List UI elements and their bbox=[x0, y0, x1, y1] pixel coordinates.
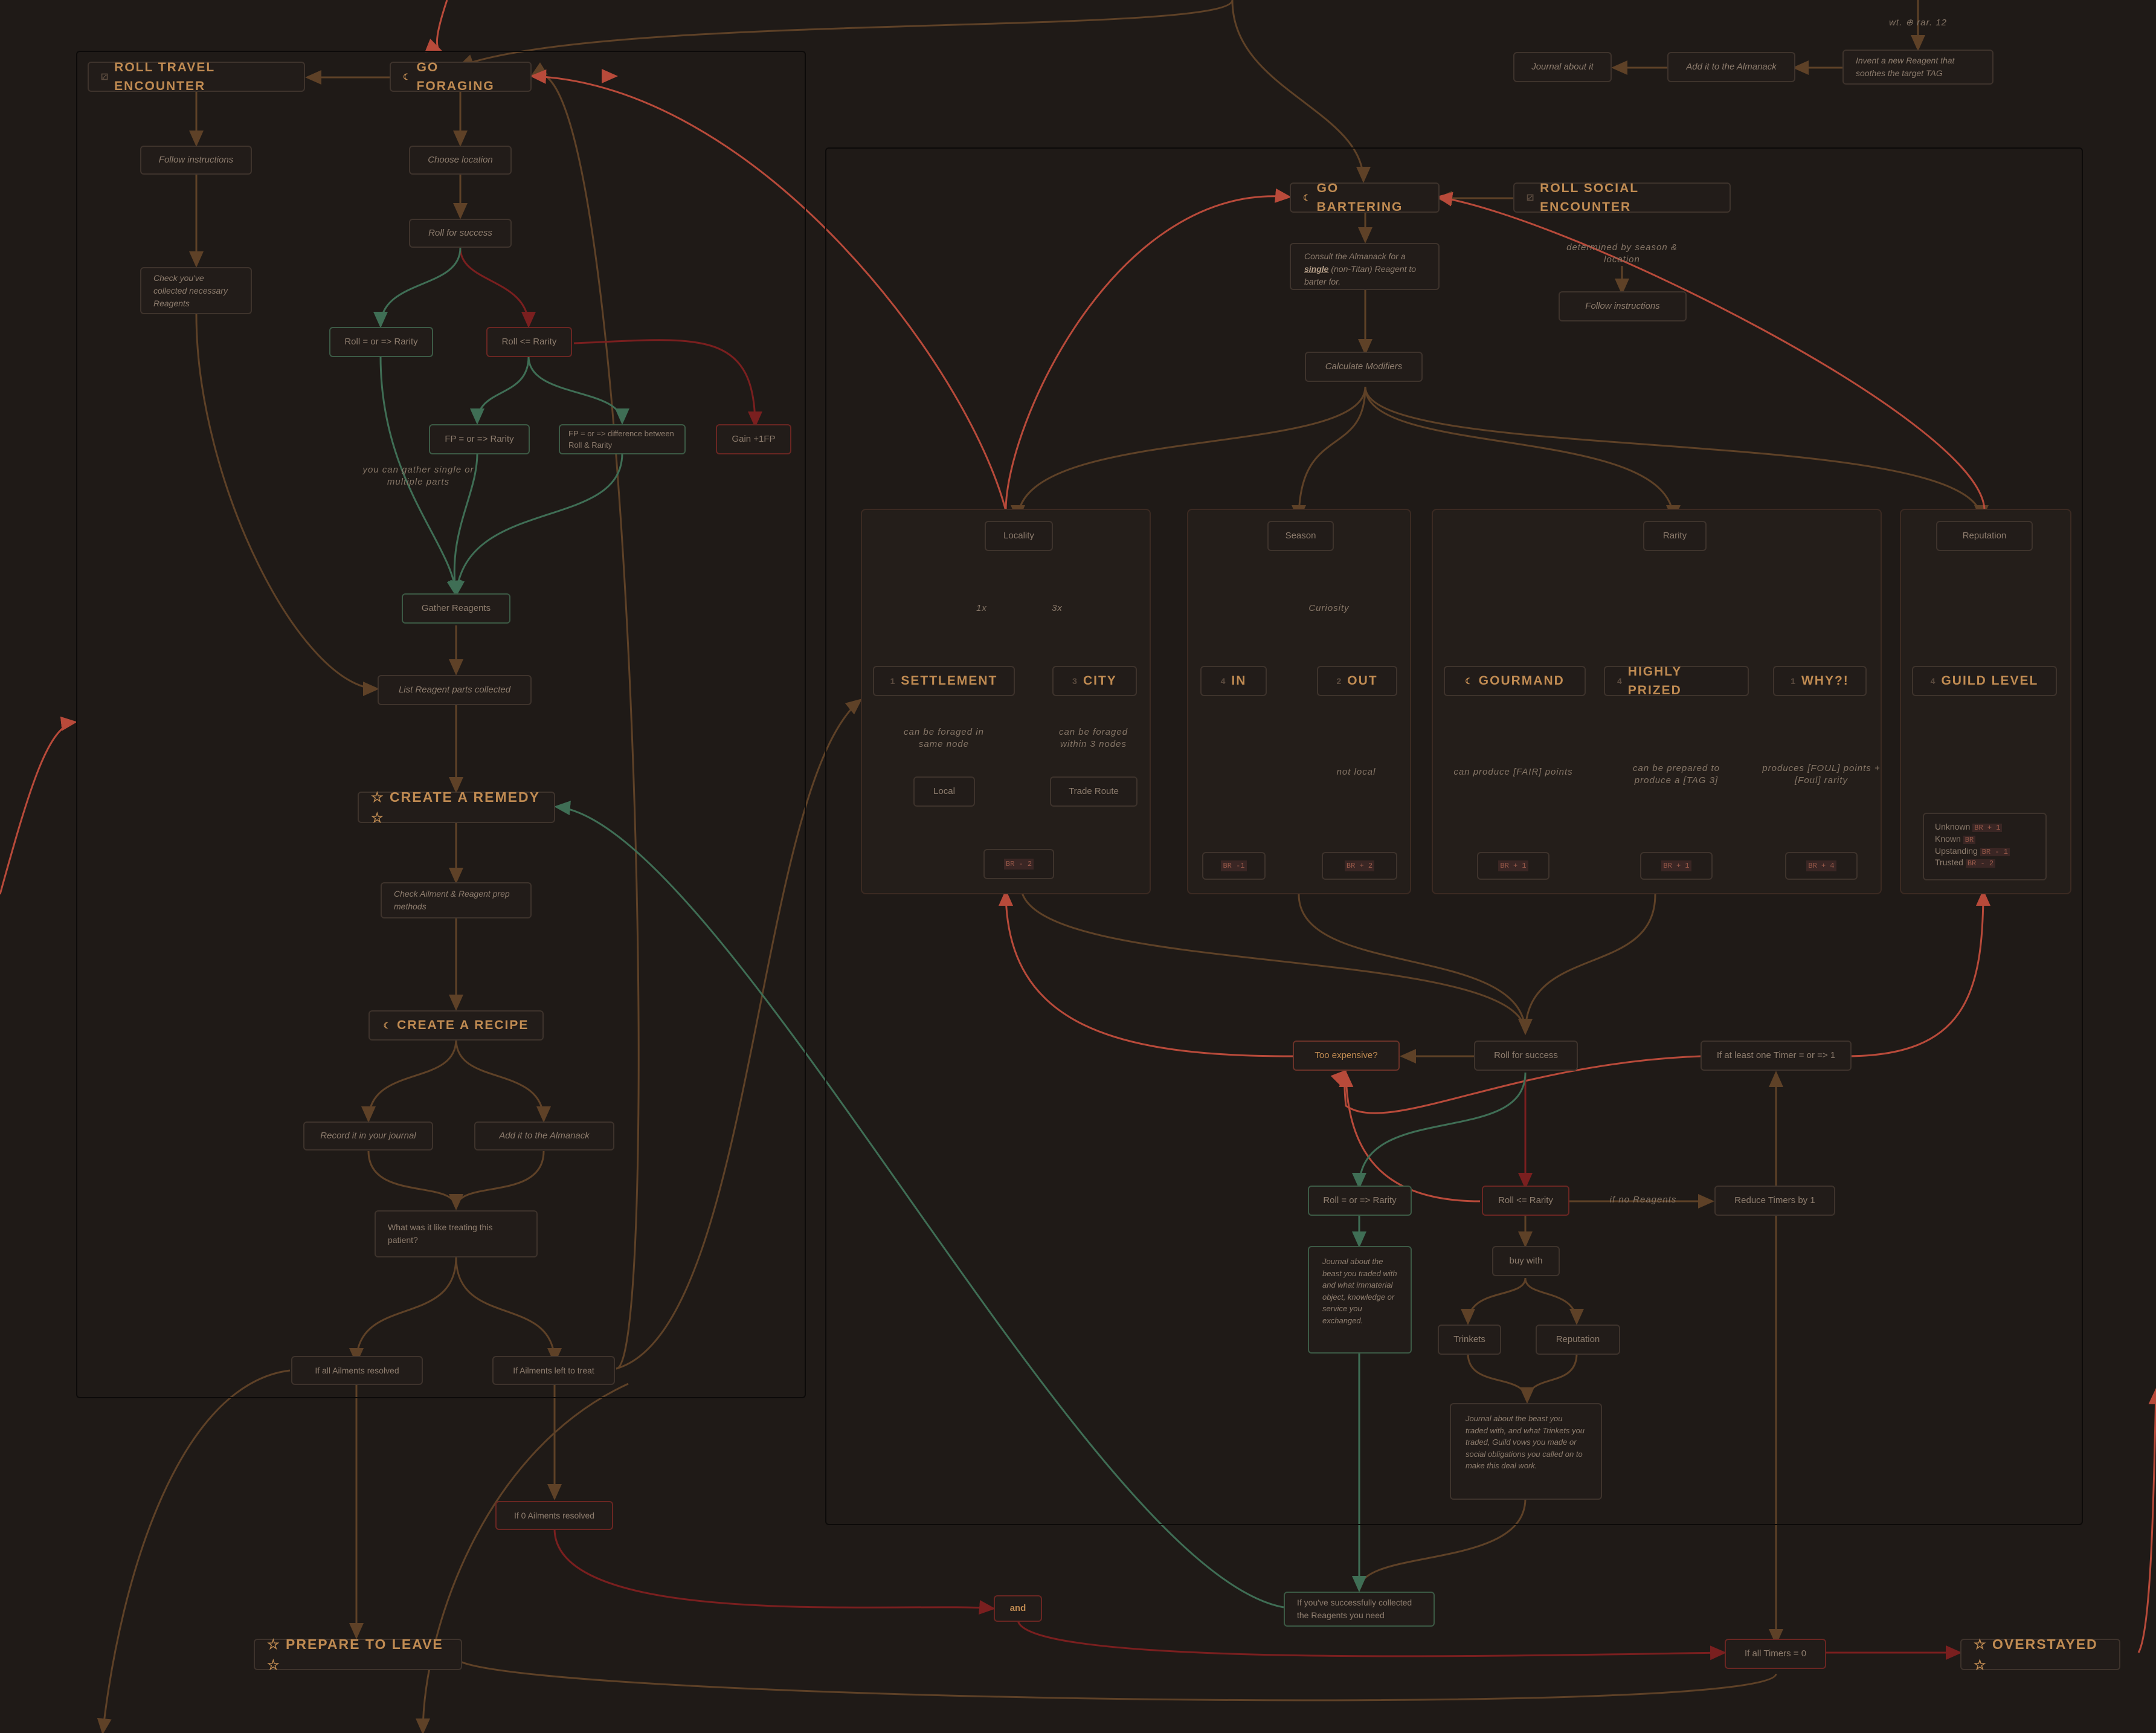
trinkets-node[interactable]: Trinkets bbox=[1438, 1325, 1501, 1355]
bartering-group bbox=[825, 147, 2083, 1525]
gather-note: you can gather single or multiple parts bbox=[362, 465, 474, 487]
fp-ge-rarity[interactable]: FP = or => Rarity bbox=[429, 424, 530, 454]
curiosity-label: Curiosity bbox=[1308, 603, 1350, 613]
season-node[interactable]: Season bbox=[1267, 521, 1334, 551]
check-ailment[interactable]: Check Ailment & Reagent prep methods bbox=[381, 882, 532, 918]
roll-for-success-barter[interactable]: Roll for success bbox=[1474, 1041, 1578, 1071]
moon-icon: ☾ bbox=[1465, 676, 1474, 686]
prepare-to-leave[interactable]: ☆ PREPARE TO LEAVE ☆ bbox=[254, 1636, 462, 1673]
fp-difference[interactable]: FP = or => difference between Roll & Rar… bbox=[559, 424, 686, 454]
why-modifier[interactable]: BR + 4 bbox=[1785, 852, 1858, 880]
overstayed[interactable]: ☆ OVERSTAYED ☆ bbox=[1960, 1636, 2120, 1673]
reputation-levels[interactable]: Unknown BR + 1 Known BR Upstanding BR - … bbox=[1923, 813, 2047, 880]
if-no-reagents-label: if no Reagents bbox=[1609, 1195, 1677, 1205]
gourmand-node[interactable]: ☾GOURMAND bbox=[1444, 666, 1586, 696]
follow-instructions-social[interactable]: Follow instructions bbox=[1559, 291, 1687, 321]
gain-fp[interactable]: Gain +1FP bbox=[716, 424, 791, 454]
calculate-modifiers[interactable]: Calculate Modifiers bbox=[1305, 352, 1423, 382]
foraging-group bbox=[76, 51, 806, 1398]
rep-upstanding: Upstanding BR - 1 bbox=[1935, 845, 2035, 857]
go-bartering[interactable]: ☾GO BARTERING bbox=[1290, 181, 1440, 214]
rep-trusted: Trusted BR - 2 bbox=[1935, 857, 2035, 869]
one-x-label: 1x bbox=[976, 603, 987, 613]
why-note: produces [FOUL] points +[Foul] rarity bbox=[1762, 763, 1881, 786]
rarity-node[interactable]: Rarity bbox=[1643, 521, 1707, 551]
roll-for-success-foraging[interactable]: Roll for success bbox=[409, 219, 512, 248]
and-node[interactable]: and bbox=[994, 1595, 1042, 1622]
moon-icon: ☾ bbox=[403, 71, 412, 82]
locality-node[interactable]: Locality bbox=[985, 521, 1053, 551]
all-ailments-resolved[interactable]: If all Ailments resolved bbox=[291, 1356, 423, 1385]
check-collected[interactable]: Check you've collected necessary Reagent… bbox=[140, 267, 252, 314]
roll-lt-rarity-foraging[interactable]: Roll <= Rarity bbox=[486, 327, 572, 357]
determined-by-label: determined by season & location bbox=[1566, 242, 1678, 265]
prized-note: can be prepared to produce a [TAG 3] bbox=[1633, 763, 1720, 786]
trade-route-node[interactable]: Trade Route bbox=[1050, 776, 1138, 807]
settlement-note: can be foraged in same node bbox=[904, 727, 984, 749]
journal-beast-exchange[interactable]: Journal about the beast you traded with … bbox=[1308, 1246, 1412, 1354]
create-a-remedy[interactable]: ☆ CREATE A REMEDY ☆ bbox=[358, 789, 555, 825]
roll-ge-rarity-barter[interactable]: Roll = or => Rarity bbox=[1308, 1186, 1412, 1216]
timer-check[interactable]: If at least one Timer = or => 1 bbox=[1701, 1041, 1852, 1071]
invent-reagent[interactable]: Invent a new Reagent that soothes the ta… bbox=[1842, 50, 1993, 85]
add-almanack-top[interactable]: Add it to the Almanack bbox=[1667, 52, 1795, 82]
add-almanack[interactable]: Add it to the Almanack bbox=[474, 1121, 614, 1150]
city-note: can be foraged within 3 nodes bbox=[1058, 727, 1128, 749]
out-modifier[interactable]: BR + 2 bbox=[1322, 852, 1397, 880]
list-reagent-parts[interactable]: List Reagent parts collected bbox=[378, 675, 532, 705]
zero-ailments-resolved[interactable]: If 0 Ailments resolved bbox=[495, 1501, 613, 1530]
buy-with[interactable]: buy with bbox=[1492, 1246, 1560, 1276]
go-foraging[interactable]: ☾GO FORAGING bbox=[390, 60, 532, 93]
locality-modifier[interactable]: BR - 2 bbox=[983, 849, 1054, 879]
moon-icon: ☾ bbox=[1303, 192, 1312, 202]
roll-lt-rarity-barter[interactable]: Roll <= Rarity bbox=[1482, 1186, 1569, 1216]
locality-panel bbox=[861, 509, 1151, 894]
reputation-node[interactable]: Reputation bbox=[1936, 521, 2033, 551]
gourmand-note: can produce [FAIR] points bbox=[1453, 767, 1573, 777]
three-x-label: 3x bbox=[1052, 603, 1063, 613]
dice-icon: ⚂ bbox=[1527, 192, 1536, 202]
journal-about-it[interactable]: Journal about it bbox=[1513, 52, 1612, 82]
roll-social-encounter[interactable]: ⚂ROLL SOCIAL ENCOUNTER bbox=[1513, 181, 1731, 214]
ailments-left[interactable]: If Ailments left to treat bbox=[492, 1356, 615, 1385]
roll-travel-encounter[interactable]: ⚂ROLL TRAVEL ENCOUNTER bbox=[88, 60, 305, 93]
too-expensive[interactable]: Too expensive? bbox=[1293, 1041, 1400, 1071]
consult-almanack[interactable]: Consult the Almanack for a single (non-T… bbox=[1290, 243, 1440, 290]
record-journal[interactable]: Record it in your journal bbox=[303, 1121, 433, 1150]
what-was-it-like[interactable]: What was it like treating this patient? bbox=[375, 1210, 538, 1257]
weight-label: wt. ⊕ rar. 12 bbox=[1889, 18, 1947, 28]
reduce-timers[interactable]: Reduce Timers by 1 bbox=[1714, 1186, 1835, 1216]
choose-location[interactable]: Choose location bbox=[409, 146, 512, 175]
journal-beast-trinkets[interactable]: Journal about the beast you traded with,… bbox=[1450, 1403, 1602, 1500]
out-note: not local bbox=[1336, 767, 1376, 777]
reputation-buy-node[interactable]: Reputation bbox=[1536, 1325, 1620, 1355]
gather-reagents[interactable]: Gather Reagents bbox=[402, 593, 510, 624]
rep-known: Known BR bbox=[1935, 833, 2035, 845]
season-panel bbox=[1187, 509, 1411, 894]
follow-instructions-travel[interactable]: Follow instructions bbox=[140, 146, 252, 175]
in-modifier[interactable]: BR -1 bbox=[1202, 852, 1266, 880]
prized-modifier[interactable]: BR + 1 bbox=[1640, 852, 1713, 880]
rarity-panel bbox=[1432, 509, 1882, 894]
local-node[interactable]: Local bbox=[913, 776, 975, 807]
all-timers-zero[interactable]: If all Timers = 0 bbox=[1725, 1639, 1826, 1669]
gourmand-modifier[interactable]: BR + 1 bbox=[1477, 852, 1549, 880]
roll-ge-rarity-foraging[interactable]: Roll = or => Rarity bbox=[329, 327, 433, 357]
moon-icon: ☾ bbox=[383, 1020, 393, 1030]
dice-icon: ⚂ bbox=[101, 71, 110, 82]
rep-unknown: Unknown BR + 1 bbox=[1935, 821, 2035, 833]
create-a-recipe[interactable]: ☾CREATE A RECIPE bbox=[368, 1010, 544, 1041]
success-collected[interactable]: If you've successfully collected the Rea… bbox=[1284, 1592, 1435, 1627]
